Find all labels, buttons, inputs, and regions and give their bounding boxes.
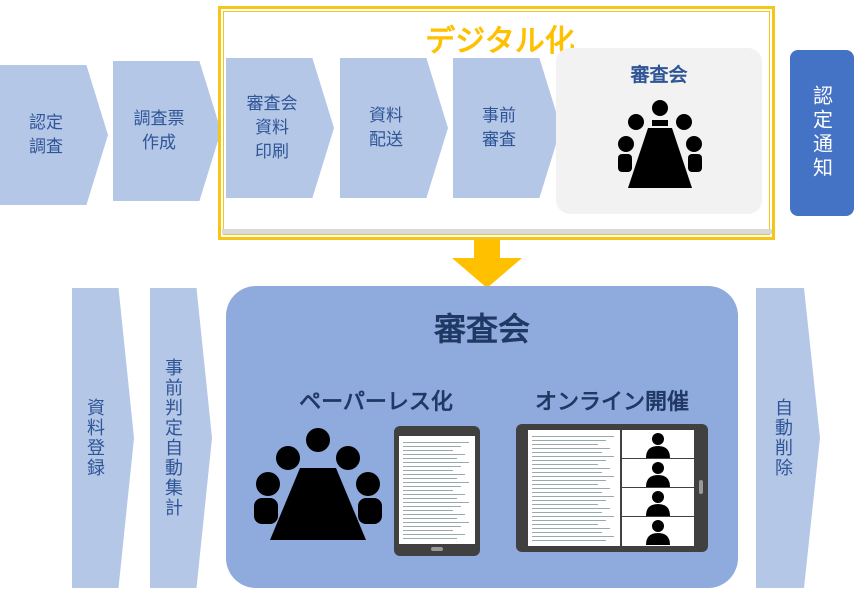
tablet-home-button: [431, 547, 443, 551]
step-label: 審査会 資料 印刷: [246, 94, 298, 162]
document-line: [532, 500, 606, 501]
document-line: [532, 460, 606, 461]
document-line: [532, 484, 598, 485]
document-line: [532, 496, 614, 497]
document-line: [403, 502, 469, 503]
document-line: [532, 536, 614, 537]
document-line: [532, 504, 598, 505]
step-chousahyou-sakusei: 調査票 作成: [113, 61, 221, 201]
document-line: [532, 468, 610, 469]
document-line: [532, 512, 602, 513]
video-participant-icon: [622, 430, 694, 459]
digital-frame: [218, 6, 775, 240]
frame-divider: [222, 229, 772, 234]
meeting-small-box: 審査会: [556, 48, 762, 214]
person-silhouette: [646, 520, 670, 545]
document-line: [403, 530, 453, 531]
step-label: 資料登録: [84, 398, 105, 478]
step-shiryou-haisou: 資料 配送: [340, 58, 448, 198]
document-line: [532, 516, 614, 517]
online-tablet-icon: [516, 424, 708, 552]
shinsakai-panel: 審査会 ペーパーレス化 オンライン開催: [226, 286, 738, 588]
video-panel: [622, 430, 694, 546]
document-line: [532, 472, 602, 473]
document-line: [532, 444, 598, 445]
online-label: オンライン開催: [534, 390, 689, 415]
document-line: [403, 498, 457, 499]
document-page: [528, 430, 620, 546]
video-participant-icon: [622, 459, 694, 488]
document-line: [532, 448, 610, 449]
paperless-label: ペーパーレス化: [299, 390, 453, 415]
step-label: 事前 審査: [482, 106, 516, 150]
document-line: [532, 532, 602, 533]
document-line: [532, 488, 610, 489]
document-line: [532, 436, 614, 437]
meeting-table-icon: [254, 428, 382, 540]
video-participant-icon: [622, 488, 694, 517]
step-label: 自動削除: [772, 398, 793, 478]
notify-label: 認定通知: [809, 85, 834, 181]
document-line: [403, 454, 465, 455]
document-line: [532, 440, 606, 441]
step-label: 資料 配送: [369, 106, 403, 150]
document-line: [532, 492, 602, 493]
step-jizen-shinsa: 事前 審査: [453, 58, 561, 198]
document-line: [403, 450, 453, 451]
step-shinsakai-shiryou-insatsu: 審査会 資料 印刷: [226, 58, 334, 198]
meeting-table-icon: [618, 100, 702, 188]
down-arrow-icon: [452, 240, 522, 288]
person-silhouette: [646, 462, 670, 487]
document-line: [403, 518, 457, 519]
document-line: [403, 514, 465, 515]
nintei-tsuuchi-box: 認定通知: [790, 50, 854, 216]
person-silhouette: [646, 433, 670, 458]
document-line: [403, 534, 465, 535]
document-line: [532, 540, 606, 541]
panel-title: 審査会: [433, 310, 530, 348]
document-line: [403, 510, 453, 511]
video-participant-icon: [622, 517, 694, 546]
document-line: [403, 486, 461, 487]
tablet-document-icon: [394, 426, 480, 556]
digital-title: デジタル化: [425, 24, 575, 59]
document-line: [403, 462, 469, 463]
document-line: [403, 538, 457, 539]
step-jidou-sakujo: 自動削除: [756, 288, 820, 588]
document-line: [403, 526, 461, 527]
document-line: [403, 470, 453, 471]
step-label: 調査票 作成: [133, 109, 185, 153]
document-line: [532, 452, 602, 453]
document-line: [532, 456, 614, 457]
person-silhouette: [646, 491, 670, 516]
step-label: 事前判定自動集計: [162, 358, 183, 518]
document-line: [403, 474, 465, 475]
document-line: [403, 478, 457, 479]
document-line: [403, 458, 457, 459]
document-line: [532, 524, 598, 525]
meeting-small-label: 審査会: [630, 64, 688, 86]
document-line: [403, 442, 469, 443]
document-line: [532, 480, 606, 481]
document-line: [532, 520, 606, 521]
document-line: [532, 528, 610, 529]
document-line: [403, 506, 461, 507]
tablet-side-button: [699, 480, 703, 494]
document-line: [403, 494, 465, 495]
document-line: [403, 466, 461, 467]
document-line: [532, 464, 598, 465]
document-page: [399, 436, 475, 544]
document-line: [403, 490, 453, 491]
document-line: [532, 508, 610, 509]
document-line: [532, 476, 614, 477]
step-label: 認定 調査: [29, 113, 63, 157]
step-nintei-chousa: 認定 調査: [0, 65, 108, 205]
step-jizen-hantei-jidou-shuukei: 事前判定自動集計: [150, 288, 212, 588]
document-line: [403, 482, 469, 483]
document-line: [403, 522, 469, 523]
step-shiryou-touroku: 資料登録: [72, 288, 134, 588]
document-line: [403, 446, 461, 447]
